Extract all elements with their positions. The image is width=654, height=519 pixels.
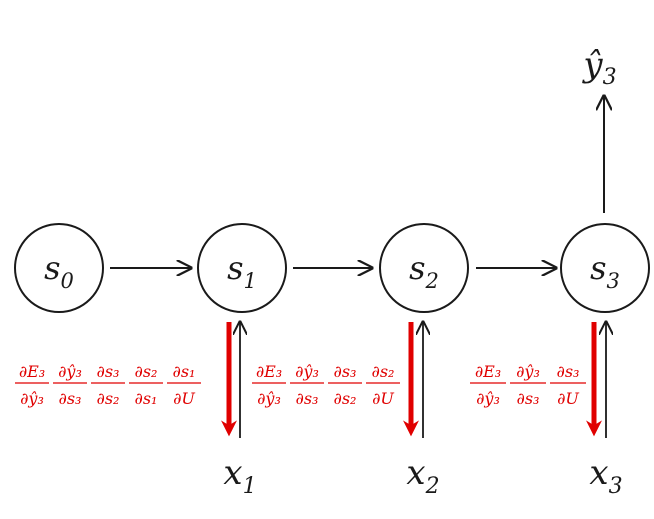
fraction-numerator: ∂ŷ₃ (516, 362, 540, 381)
svg-text:s0: s0 (44, 249, 74, 293)
input-x1-label: x1 (223, 453, 256, 499)
fraction-numerator: ∂E₃ (475, 362, 501, 381)
fraction-denominator: ∂s₂ (97, 389, 120, 408)
fraction-denominator: ∂s₂ (334, 389, 357, 408)
input-x3-label: x3 (589, 453, 622, 499)
fraction-numerator: ∂s₃ (97, 362, 120, 381)
svg-text:s1: s1 (227, 249, 257, 293)
node-s0: s0 (14, 223, 104, 313)
fraction-numerator: ∂ŷ₃ (58, 362, 82, 381)
svg-text:s2: s2 (409, 249, 439, 293)
fraction-denominator: ∂s₃ (517, 389, 540, 408)
input-x2-label: x2 (406, 453, 439, 499)
fraction-denominator: ∂U (557, 389, 579, 408)
svg-text:s3: s3 (590, 249, 620, 293)
fraction-numerator: ∂s₂ (135, 362, 158, 381)
gradient-formula-3: ∂E₃ ∂ŷ₃ ∂ŷ₃ ∂s₃ ∂s₃ ∂U (470, 362, 586, 408)
output-y3-label: ŷ3 (581, 45, 616, 90)
fraction-numerator: ∂s₁ (173, 362, 196, 381)
fraction-denominator: ∂ŷ₃ (20, 389, 44, 408)
fraction-numerator: ∂ŷ₃ (295, 362, 319, 381)
gradient-formula-2: ∂E₃ ∂ŷ₃ ∂ŷ₃ ∂s₃ ∂s₃ ∂s₂ ∂s₂ ∂U (252, 362, 400, 408)
fraction-denominator: ∂U (173, 389, 195, 408)
fraction-numerator: ∂E₃ (256, 362, 282, 381)
fraction-denominator: ∂s₁ (135, 389, 158, 408)
fraction-numerator: ∂s₂ (372, 362, 395, 381)
node-s3: s3 (560, 223, 650, 313)
fraction-numerator: ∂E₃ (19, 362, 45, 381)
node-s2: s2 (379, 223, 469, 313)
node-s1: s1 (197, 223, 287, 313)
fraction-denominator: ∂ŷ₃ (257, 389, 281, 408)
fraction-denominator: ∂U (372, 389, 394, 408)
fraction-denominator: ∂s₃ (296, 389, 319, 408)
fraction-numerator: ∂s₃ (334, 362, 357, 381)
gradient-formula-1: ∂E₃ ∂ŷ₃ ∂ŷ₃ ∂s₃ ∂s₃ ∂s₂ ∂s₂ ∂s₁ ∂s₁ ∂U (15, 362, 201, 408)
fraction-numerator: ∂s₃ (557, 362, 580, 381)
fraction-denominator: ∂ŷ₃ (476, 389, 500, 408)
fraction-denominator: ∂s₃ (59, 389, 82, 408)
